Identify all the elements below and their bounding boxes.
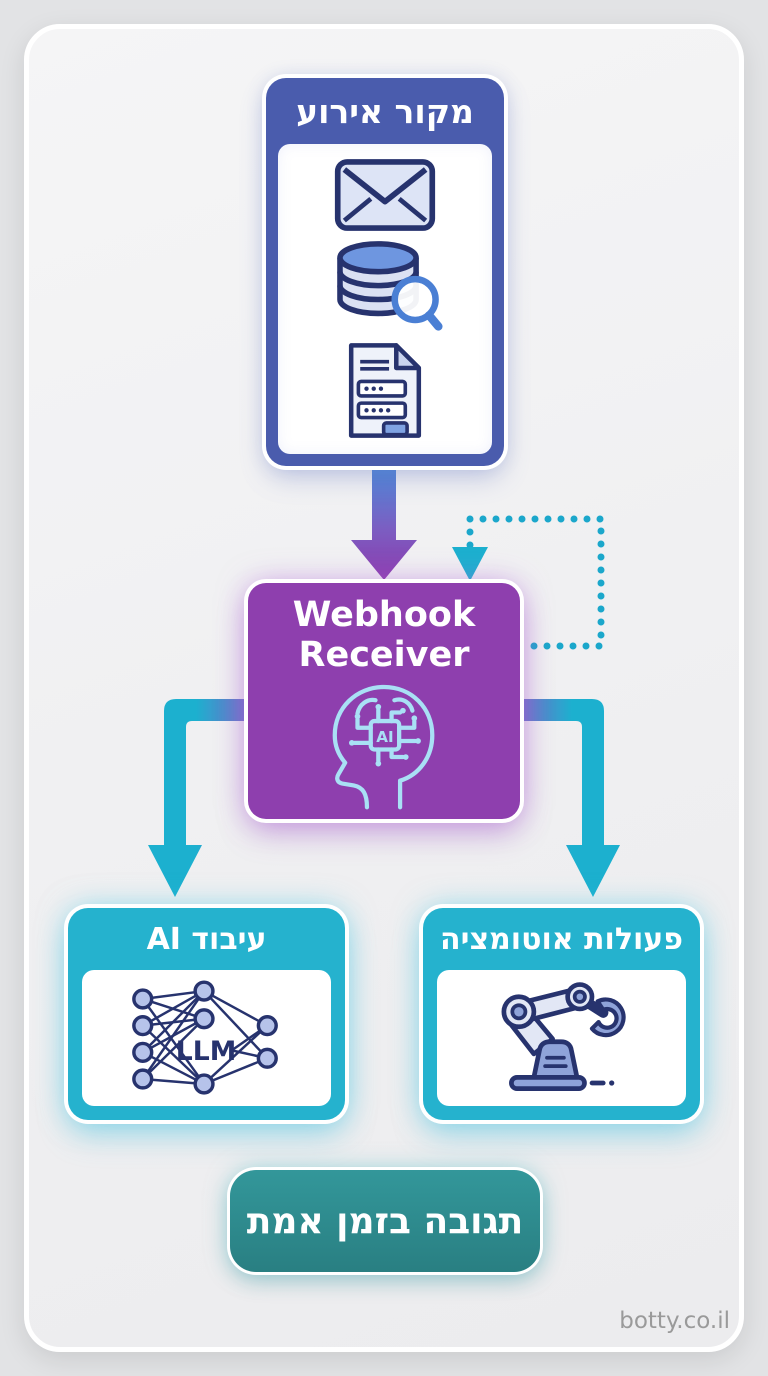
llm-label: LLM — [175, 1036, 236, 1067]
event-source-body — [278, 144, 492, 454]
webhook-title-line2: Receiver — [298, 635, 470, 676]
email-icon — [334, 158, 436, 231]
webhook-title-line1: Webhook — [292, 595, 476, 635]
form-document-icon — [348, 343, 422, 439]
llm-network-icon: LLM — [131, 979, 278, 1095]
watermark: botty.co.il — [619, 1308, 730, 1334]
ai-processing-title: עיבוד AI — [146, 921, 267, 957]
database-search-icon — [337, 240, 443, 331]
ai-processing-body: LLM — [82, 970, 331, 1106]
robot-arm-icon — [501, 982, 626, 1091]
realtime-response-badge: תגובה בזמן אמת — [230, 1170, 540, 1272]
ai-processing-box: עיבוד AI LLM — [68, 908, 345, 1120]
ai-brain-icon: AI — [332, 684, 435, 810]
automation-actions-title: פעולות אוטומציה — [440, 921, 683, 957]
automation-actions-box: פעולות אוטומציה — [423, 908, 700, 1120]
webhook-receiver-box: Webhook Receiver AI — [248, 583, 520, 819]
event-source-box: מקור אירוע — [266, 78, 504, 466]
webhook-title: Webhook Receiver — [248, 583, 520, 676]
ai-chip-label: AI — [376, 728, 393, 746]
event-source-title: מקור אירוע — [296, 91, 474, 131]
automation-actions-body — [437, 970, 686, 1106]
